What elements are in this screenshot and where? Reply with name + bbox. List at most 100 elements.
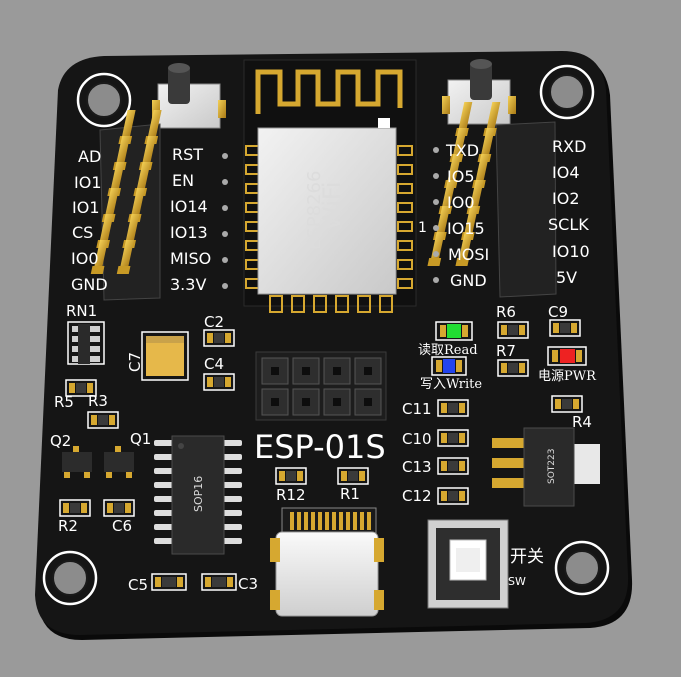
- passive-outline: [437, 487, 469, 505]
- socket-hole: [302, 398, 310, 406]
- pin-label: RST: [172, 145, 203, 164]
- passive-pad: [279, 471, 285, 481]
- header-pin-base: [427, 258, 442, 266]
- header-pin: [441, 180, 456, 210]
- via-dot: [433, 277, 439, 283]
- via-dot: [222, 231, 228, 237]
- header-pin: [474, 154, 490, 184]
- ic-pin: [154, 454, 174, 460]
- socket-hole: [271, 367, 279, 375]
- socket-hole: [364, 398, 372, 406]
- left-pin-header: [90, 110, 162, 301]
- passive-body: [508, 363, 518, 373]
- ic-pin: [154, 538, 174, 544]
- power-switch[interactable]: [427, 519, 509, 609]
- chip-label: ESP8266: [304, 171, 325, 250]
- passive-pad: [225, 333, 231, 343]
- right-header-inner-labels: TXD IO5 IO0 IO15 MOSI GND: [445, 141, 489, 290]
- via-dots: [222, 147, 439, 289]
- rn1-resistor-network: RN1: [66, 302, 105, 365]
- pin-label: IO5: [447, 167, 475, 186]
- passive-body: [348, 471, 358, 481]
- passive-pad: [297, 471, 303, 481]
- passive-pad: [555, 399, 561, 409]
- header-pin: [463, 206, 479, 236]
- passive-body: [212, 577, 226, 587]
- designator-r7: R7: [496, 342, 516, 360]
- pin-label: IO1: [72, 198, 100, 217]
- pin-label: IO14: [170, 197, 208, 216]
- reset-push-button[interactable]: [152, 63, 226, 129]
- mounting-hole-bottom-left: [42, 550, 98, 606]
- module-pad: [291, 295, 305, 313]
- pin-label: CS: [72, 223, 93, 242]
- pin-label: IO2: [552, 189, 580, 208]
- flash-push-button[interactable]: [442, 59, 516, 125]
- passive-pad: [501, 325, 507, 335]
- designator-q1: Q1: [130, 430, 151, 448]
- via-dot: [222, 257, 228, 263]
- header-pin-base: [116, 266, 131, 274]
- header-pin: [485, 102, 501, 132]
- passive-body: [286, 471, 296, 481]
- ic-pin: [154, 496, 174, 502]
- module-pad: [397, 259, 413, 270]
- left-header-inner-labels: RST EN IO14 IO13 MISO 3.3V: [170, 145, 211, 294]
- designator-labels: C2 C4 R5 R3 Q2 Q1 R2 C6 C5 C3 R12 R1 R6 …: [50, 303, 592, 594]
- module-pad: [335, 295, 349, 313]
- passive-pad: [441, 433, 447, 443]
- passive-pad: [359, 471, 365, 481]
- module-pad: [397, 145, 413, 156]
- q1-transistor: [104, 446, 134, 478]
- passive-outline: [203, 329, 235, 347]
- usb-pin: [304, 512, 308, 530]
- module-pad: [269, 295, 283, 313]
- ic-pin: [222, 482, 242, 488]
- passive-pad: [109, 415, 115, 425]
- left-header-outer-labels: AD IO1 IO1 CS IO0 GND: [71, 147, 108, 294]
- pin-label: TXD: [445, 141, 479, 160]
- passive-outline: [551, 395, 583, 413]
- ic-pin: [154, 468, 174, 474]
- passive-outline: [497, 359, 529, 377]
- q2-transistor: [62, 446, 92, 478]
- passive-outline: [549, 319, 581, 337]
- passive-body: [448, 433, 458, 443]
- ic-pin: [154, 524, 174, 530]
- c7-tantalum-capacitor: C7: [126, 331, 189, 381]
- usb-c-connector[interactable]: [270, 507, 384, 617]
- header-pin: [125, 214, 140, 244]
- pin-label: MOSI: [448, 245, 489, 264]
- led-power-label: 电源PWR: [538, 369, 597, 384]
- esp8266-module: WiFi ESP8266 1: [243, 59, 427, 313]
- passive-body: [562, 399, 572, 409]
- designator-c6: C6: [112, 517, 132, 535]
- designator-c10: C10: [402, 430, 432, 448]
- designator-r3: R3: [88, 392, 108, 410]
- passive-outline: [437, 399, 469, 417]
- pin-label: MISO: [170, 249, 211, 268]
- socket-hole: [364, 367, 372, 375]
- passive-body: [162, 577, 176, 587]
- passive-pad: [69, 383, 75, 393]
- designator-c7: C7: [126, 352, 144, 372]
- module-pad: [397, 164, 413, 175]
- module-shield-can: [257, 127, 397, 295]
- passive-outline: [59, 499, 91, 517]
- header-pin-base: [90, 266, 105, 274]
- usb-pin: [332, 512, 336, 530]
- pin-label: GND: [71, 275, 108, 294]
- passive-pad: [207, 377, 213, 387]
- module-pad: [357, 295, 371, 313]
- module-pad: [397, 278, 413, 289]
- pcb-antenna-trace: [255, 69, 403, 114]
- header-pin: [115, 136, 131, 166]
- via-dot: [433, 147, 439, 153]
- module-pad: [397, 183, 413, 194]
- socket-hole: [271, 398, 279, 406]
- passive-outline: [201, 573, 237, 591]
- passive-outline: [437, 429, 469, 447]
- passive-pad: [341, 471, 347, 481]
- via-dot: [433, 225, 439, 231]
